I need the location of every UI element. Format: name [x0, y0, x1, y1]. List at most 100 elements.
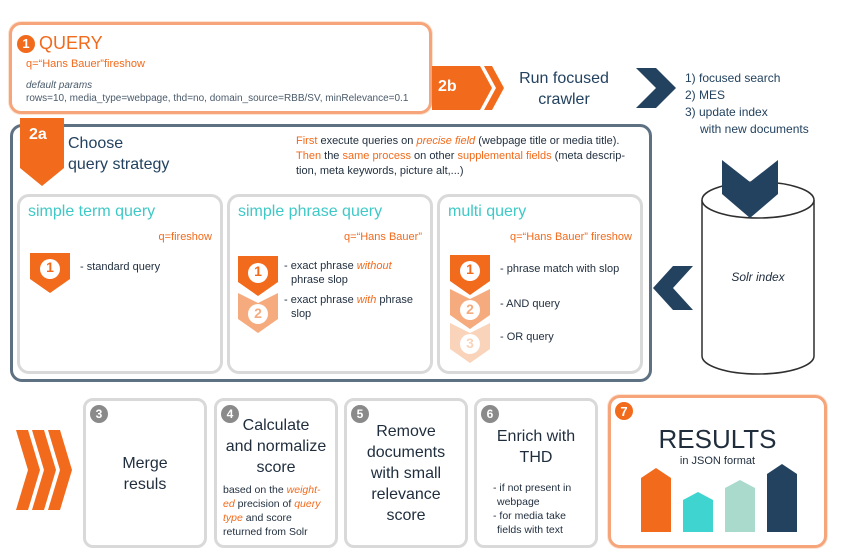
merge-line2: resuls	[123, 476, 167, 493]
enrich-d1: - if not present in	[493, 482, 572, 494]
crawler-label-line1: Run focused	[519, 70, 609, 87]
strategy-note: First execute queries on precise field (…	[296, 134, 625, 179]
calculate-desc: based on the weight- ed precision of que…	[223, 483, 321, 539]
remove-label: Remove documents with small relevance sc…	[347, 421, 465, 526]
enrich-line1: Enrich with	[496, 428, 576, 445]
multi-badge-2	[450, 289, 490, 329]
simple-phrase-title: simple phrase query	[238, 203, 383, 220]
calc-d1: based on the	[223, 484, 287, 496]
results-subtitle: in JSON format	[679, 455, 756, 467]
enrich-d2: webpage	[497, 496, 540, 508]
calc-d3a: type	[223, 512, 243, 524]
simple-term-item-1: - standard query	[80, 261, 161, 273]
calc-d2a: ed	[223, 498, 235, 510]
results-bars-icon	[641, 464, 797, 532]
note-precise-field: precise field	[416, 135, 476, 147]
multi-item-2: - AND query	[500, 298, 560, 310]
remove-line4: relevance	[371, 486, 441, 503]
multi-query-title: multi query	[448, 203, 527, 220]
step-1-badge: 1	[17, 34, 35, 53]
step-3-badge: 3	[90, 405, 108, 423]
strategy-note-line3: tion, meta keywords, picture alt,...)	[296, 165, 464, 177]
remove-line1: Remove	[376, 423, 436, 440]
navy-chevron-right	[636, 68, 676, 108]
crawler-label: Run focused crawler	[504, 68, 624, 110]
remove-step: 5 Remove documents with small relevance …	[344, 398, 468, 548]
phrase-item2-d: slop	[291, 308, 312, 320]
calculate-step: 4 Calculate and normalize score based on…	[214, 398, 338, 548]
step-6-badge: 6	[481, 405, 499, 423]
note-first: First	[296, 135, 318, 147]
strategy-note-line2: Then the same process on other supplemen…	[296, 149, 625, 164]
strategy-down-arrow	[20, 118, 64, 186]
strategy-title-line2: query strategy	[68, 156, 170, 173]
default-params: rows=10, media_type=webpage, thd=no, dom…	[26, 93, 409, 104]
simple-phrase-badge-1-num: 1	[254, 263, 262, 279]
remove-line3: with small	[370, 465, 442, 482]
note-text-1: execute queries on	[317, 135, 417, 147]
strategy-note-line1: First execute queries on precise field (…	[296, 134, 625, 149]
step-7-badge: 7	[615, 402, 633, 421]
navy-down-chevron	[722, 160, 778, 218]
remove-line2: documents	[366, 444, 446, 461]
calculate-label: Calculate and normalize score	[217, 415, 335, 478]
crawler-badge: 2b	[438, 78, 457, 95]
note-text-3: the	[321, 150, 343, 162]
crawler-step-4: with new documents	[700, 122, 809, 136]
simple-term-badge-1-num: 1	[46, 259, 54, 275]
multi-item-1: - phrase match with slop	[500, 263, 620, 275]
merge-step: 3 Merge resuls	[83, 398, 207, 548]
calc-line2: and normalize	[225, 438, 327, 455]
calc-line3: score	[256, 459, 296, 476]
phrase-item2-a: - exact phrase	[284, 294, 357, 306]
multi-badge-3-num: 3	[466, 335, 474, 351]
results-box: 7 RESULTS in JSON format	[608, 395, 827, 548]
simple-term-badge-1	[30, 253, 70, 293]
simple-term-title: simple term query	[28, 203, 156, 220]
multi-query-q: q=“Hans Bauer” fireshow	[510, 231, 632, 243]
step-5-badge: 5	[351, 405, 369, 423]
enrich-desc: - if not present in webpage - for media …	[493, 481, 571, 537]
query-string: q=“Hans Bauer”fireshow	[26, 58, 145, 70]
calc-d1b: weight-	[286, 484, 321, 496]
simple-term-q: q=fireshow	[158, 231, 212, 243]
phrase-item1-c: phrase slop	[291, 274, 348, 286]
calc-d3b: and score	[242, 512, 292, 524]
multi-item-3: - OR query	[500, 331, 554, 343]
navy-chevron-left	[653, 266, 693, 310]
crawler-step-1: 1) focused search	[685, 71, 781, 85]
phrase-item2-c: phrase	[376, 294, 414, 306]
calc-d2b: precision of	[234, 498, 295, 510]
query-title: QUERY	[39, 33, 103, 53]
note-same-process: same process	[342, 150, 411, 162]
enrich-step: 6 Enrich with THD - if not present in we…	[474, 398, 598, 548]
note-supplemental: supplemental fields	[457, 150, 552, 162]
calc-line1: Calculate	[242, 417, 310, 434]
multi-badge-1-num: 1	[466, 261, 474, 277]
crawler-step-3: 3) update index	[685, 105, 768, 119]
solr-label: Solr index	[731, 270, 785, 284]
merge-line1: Merge	[122, 455, 168, 472]
results-title: RESULTS	[658, 424, 777, 454]
remove-line5: score	[386, 507, 426, 524]
enrich-line2: THD	[519, 449, 553, 466]
crawler-arrow	[432, 66, 504, 110]
orange-chevrons	[16, 430, 72, 510]
simple-phrase-q: q=“Hans Bauer”	[344, 231, 422, 243]
crawler-steps: 1) focused search 2) MES 3) update index…	[685, 70, 809, 138]
strategy-title: Choose query strategy	[68, 133, 169, 175]
default-params-label: default params	[26, 80, 93, 91]
note-text-2: (webpage title or media title).	[475, 135, 620, 147]
strategy-title-line1: Choose	[68, 135, 124, 152]
query-header: 1 QUERY	[17, 33, 103, 54]
phrase-item1-without: without	[356, 260, 392, 272]
enrich-label: Enrich with THD	[477, 426, 595, 468]
simple-phrase-item-1: - exact phrase without phrase slop	[284, 259, 392, 287]
multi-badge-2-num: 2	[466, 301, 474, 317]
multi-badge-3	[450, 323, 490, 363]
note-text-4: on other	[410, 150, 458, 162]
note-then: Then	[296, 150, 322, 162]
crawler-label-line2: crawler	[538, 91, 590, 108]
step-7-num: 7	[615, 402, 633, 420]
simple-phrase-badge-2	[238, 293, 278, 333]
